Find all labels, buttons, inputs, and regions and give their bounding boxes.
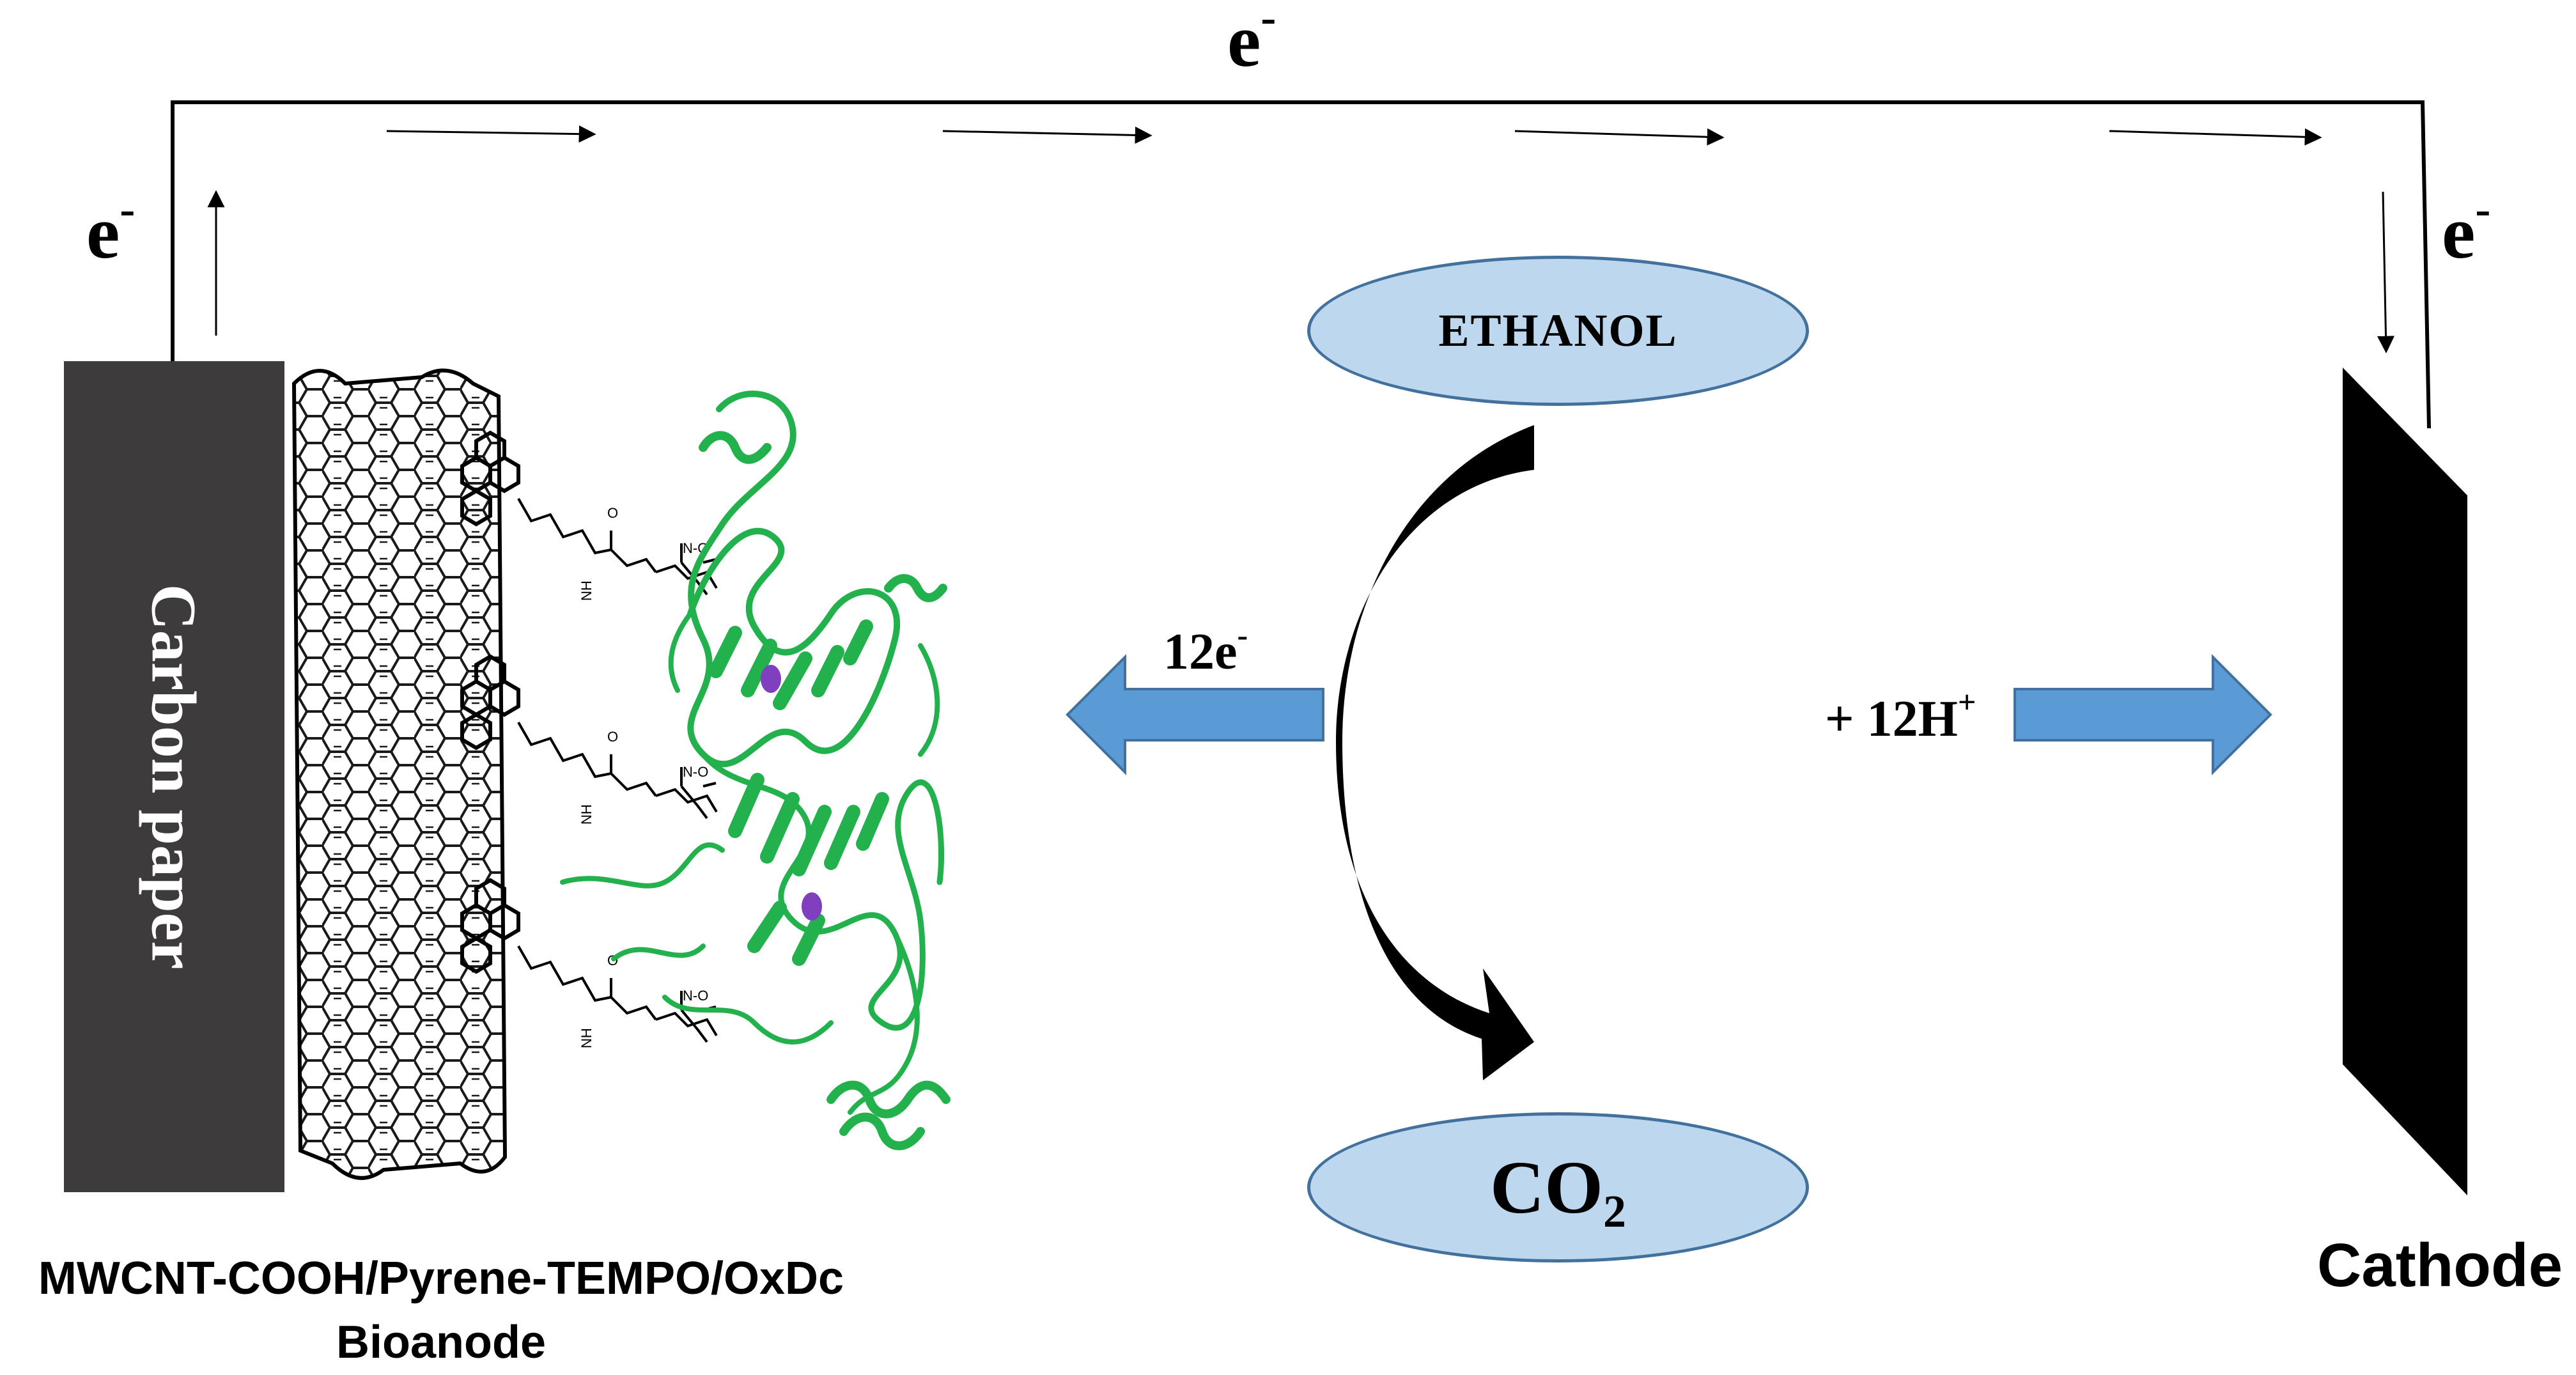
electron-charge: -	[120, 183, 136, 235]
co2-label: CO2	[1490, 1144, 1626, 1234]
electron-flow-arrow-right-1	[386, 125, 596, 143]
proton-charge: +	[1957, 684, 1976, 720]
proton-block-arrow-icon	[2013, 654, 2272, 775]
electrons-released-text: 12e	[1163, 624, 1238, 680]
bioanode-caption: MWCNT-COOH/Pyrene-TEMPO/OxDc Bioanode	[0, 1247, 882, 1374]
electron-flow-arrow-right-2	[942, 126, 1152, 144]
tempo-amide-label-1: NH	[578, 580, 594, 601]
electron-charge: -	[1237, 617, 1248, 653]
electron-label-right: e-	[2442, 186, 2490, 270]
carbon-paper-label: Carbon paper	[138, 584, 210, 970]
metal-ion-icon-1	[761, 665, 781, 693]
electron-charge: -	[2475, 183, 2491, 235]
electron-symbol: e	[2442, 190, 2476, 274]
ethanol-label: ETHANOL	[1438, 305, 1678, 356]
electron-charge: -	[1261, 0, 1276, 43]
carbon-paper-electrode	[64, 361, 284, 1192]
reaction-arrow-icon	[1336, 425, 1534, 1080]
cathode-electrode	[2343, 368, 2467, 1195]
tempo-carbonyl-label-2: O	[607, 729, 618, 745]
tempo-amide-label-2: NH	[578, 804, 594, 825]
electron-label-left: e-	[86, 186, 135, 270]
oxdc-enzyme-icon	[560, 391, 950, 1151]
electron-symbol: e	[1227, 0, 1261, 82]
ethanol-oval: ETHANOL	[1307, 256, 1809, 406]
protons-released-label: + 12H+	[1825, 686, 1976, 749]
electron-flow-arrow-right-3	[1514, 128, 1725, 146]
electrons-released-label: 12e-	[1163, 619, 1248, 681]
tempo-nitroxide-label-3: N-O	[683, 988, 708, 1004]
electron-flow-arrow-down	[2377, 191, 2395, 353]
cathode-caption: Cathode	[2317, 1231, 2563, 1300]
co2-base: CO	[1490, 1145, 1603, 1229]
electron-symbol: e	[86, 190, 120, 274]
electron-block-arrow-icon	[1066, 654, 1324, 775]
co2-oval: CO2	[1307, 1112, 1809, 1262]
electron-label-top: e-	[1227, 0, 1276, 82]
protons-released-text: + 12H	[1825, 691, 1958, 747]
bioanode-caption-line1: MWCNT-COOH/Pyrene-TEMPO/OxDc	[38, 1253, 844, 1304]
carbon-nanotube-icon	[291, 368, 508, 1180]
metal-ion-icon-2	[802, 892, 822, 921]
bioanode-caption-line2: Bioanode	[336, 1317, 546, 1368]
electron-flow-arrow-right-4	[2109, 128, 2322, 146]
external-circuit-wire	[171, 100, 2431, 429]
co2-subscript: 2	[1603, 1185, 1626, 1237]
tempo-amide-label-3: NH	[578, 1028, 594, 1048]
tempo-carbonyl-label-1: O	[607, 505, 618, 521]
pyrene-tempo-linker-icon	[460, 430, 717, 1042]
tempo-nitroxide-label-2: N-O	[683, 764, 708, 780]
